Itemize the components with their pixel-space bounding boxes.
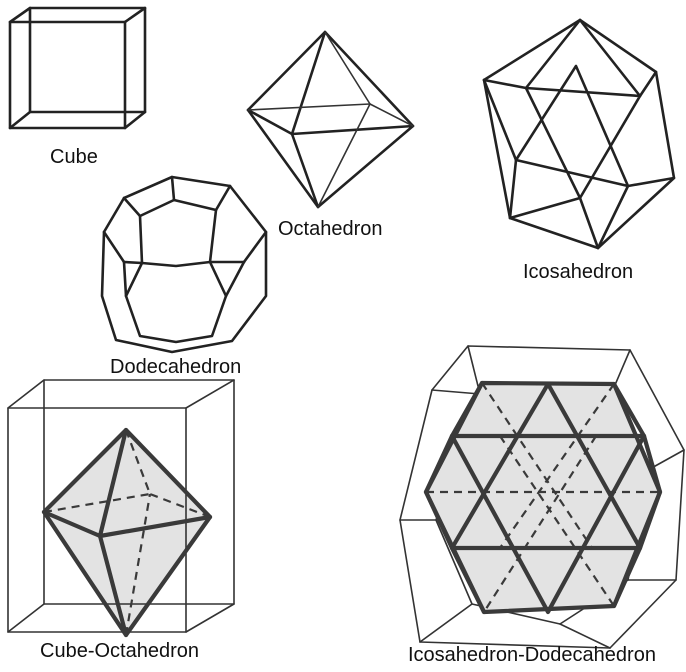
octahedron-label: Octahedron bbox=[278, 219, 383, 239]
dodecahedron-label: Dodecahedron bbox=[110, 357, 241, 377]
cube-octahedron-label: Cube-Octahedron bbox=[40, 641, 199, 661]
cube-octahedron-drawing bbox=[8, 380, 234, 635]
cube-drawing bbox=[10, 8, 145, 128]
icosahedron-label: Icosahedron bbox=[523, 262, 633, 282]
octahedron-drawing bbox=[248, 32, 413, 207]
icosahedron-dodecahedron-drawing bbox=[400, 346, 684, 648]
cube-label: Cube bbox=[50, 147, 98, 167]
icosahedron-drawing bbox=[484, 20, 674, 248]
dodecahedron-drawing bbox=[102, 177, 266, 352]
icosahedron-dodecahedron-label: Icosahedron-Dodecahedron bbox=[408, 645, 656, 665]
